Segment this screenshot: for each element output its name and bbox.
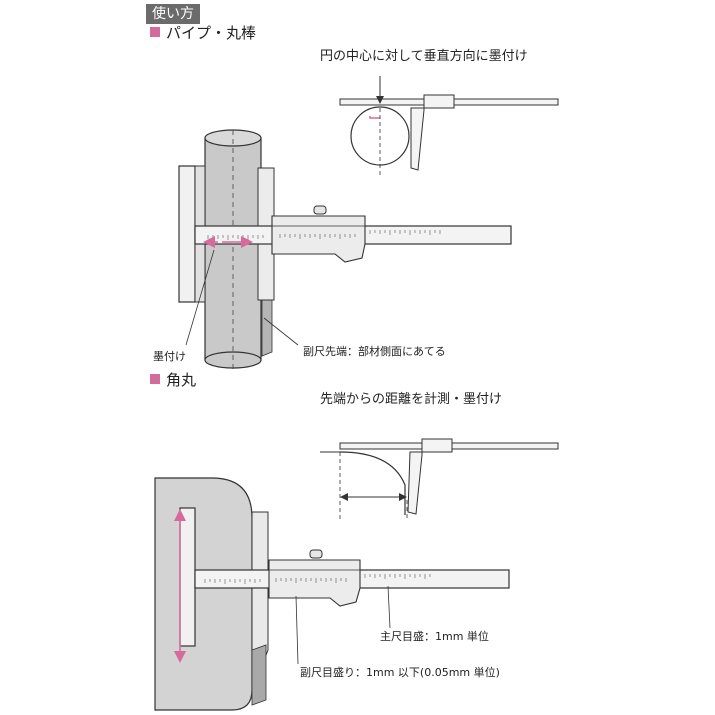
caliper-head: [178, 165, 196, 303]
section-heading-pipe: パイプ・丸棒: [150, 26, 256, 41]
rounded-block: [154, 477, 253, 711]
note-main-scale: 主尺目盛：1mm 単位: [380, 630, 489, 643]
pipe-detail-view: [339, 76, 559, 178]
note-tip-contact: 副尺先端：部材側面にあてる: [303, 345, 446, 358]
corner-main-view: [154, 477, 510, 711]
section-title-corner: 角丸: [166, 371, 197, 389]
section-title-pipe: パイプ・丸棒: [166, 24, 257, 42]
pipe-main-view: [178, 129, 512, 370]
detail-slider: [423, 94, 455, 109]
corner-detail-view: [320, 438, 559, 520]
note-vernier-scale: 副尺目盛り：1mm 以下(0.05mm 単位): [300, 666, 500, 679]
thumb-screw: [313, 205, 327, 215]
caption-corner: 先端からの距離を計測・墨付け: [320, 392, 503, 407]
pink-bullet-icon: [150, 27, 160, 37]
right-angle-marker: [369, 116, 380, 119]
usage-tag: 使い方: [146, 4, 200, 24]
section-heading-corner: 角丸: [150, 373, 196, 388]
detail-jaw: [410, 107, 425, 171]
pink-bullet-icon: [150, 374, 160, 384]
vernier-slider: [271, 215, 366, 263]
note-marking: 墨付け: [153, 350, 186, 363]
caption-pipe: 円の中心に対して垂直方向に墨付け: [320, 49, 528, 64]
